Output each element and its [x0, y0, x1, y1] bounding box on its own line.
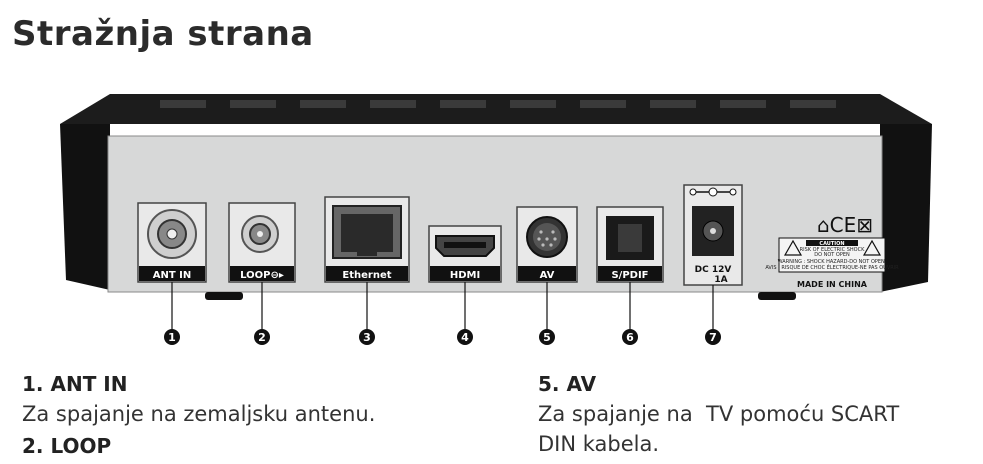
svg-text:4: 4 — [461, 331, 469, 344]
port-label-spdif: S/PDIF — [611, 270, 648, 281]
warning-line-1: RISK OF ELECTRIC SHOCK — [800, 247, 865, 253]
callout-number-5: 5 — [539, 329, 555, 345]
page-title: Stražnja strana — [12, 14, 314, 54]
port-label-ant-in: ANT IN — [153, 270, 192, 281]
callout-number-2: 2 — [254, 329, 270, 345]
port-label-loop: LOOP⊖▸ — [240, 270, 284, 281]
callout-lines — [171, 282, 714, 330]
foot-right — [758, 292, 796, 300]
vent-slots — [160, 100, 836, 108]
made-in-label: MADE IN CHINA — [797, 280, 868, 289]
desc-text-av-cont: DIN kabela. — [538, 432, 660, 456]
desc-heading-ant-in: 1. ANT IN — [22, 372, 128, 396]
callout-number-6: 6 — [622, 329, 638, 345]
port-ethernet: Ethernet — [324, 196, 410, 283]
desc-text-ant-in: Za spajanje na zemaljsku antenu. — [22, 402, 376, 426]
port-hdmi: HDMI — [428, 225, 502, 283]
desc-heading-loop: 2. LOOP — [22, 434, 112, 458]
callout-number-1: 1 — [164, 329, 180, 345]
port-label-ethernet: Ethernet — [342, 270, 391, 281]
svg-text:3: 3 — [363, 331, 371, 344]
port-spdif: S/PDIF — [596, 206, 664, 283]
warning-title: CAUTION — [819, 241, 844, 247]
callout-number-7: 7 — [705, 329, 721, 345]
port-label-dc-amps: 1A — [714, 275, 727, 285]
port-ant-in: ANT IN — [137, 202, 207, 283]
svg-text:6: 6 — [626, 331, 634, 344]
svg-text:1: 1 — [168, 331, 176, 344]
certification-marks: ⌂CE⊠ — [817, 213, 873, 237]
foot-left — [205, 292, 243, 300]
port-dc: DC 12V 1A — [683, 184, 743, 286]
port-label-dc: DC 12V — [695, 265, 732, 275]
port-av: AV — [516, 206, 578, 283]
port-loop: LOOP⊖▸ — [228, 202, 296, 283]
desc-text-av: Za spajanje na TV pomoću SCART — [538, 402, 900, 426]
warning-line-4: AVIS : RISQUE DE CHOC ÉLECTRIQUE-NE PAS … — [765, 263, 899, 271]
warning-label: CAUTION RISK OF ELECTRIC SHOCK DO NOT OP… — [765, 237, 899, 273]
warning-line-2: DO NOT OPEN — [814, 252, 850, 258]
svg-text:2: 2 — [258, 331, 266, 344]
casing-left — [60, 124, 110, 290]
desc-heading-av: 5. AV — [538, 372, 597, 396]
receiver-rear-panel-illustration: ANT IN LOOP⊖▸ Ethernet HDMI — [60, 94, 932, 345]
svg-text:5: 5 — [543, 331, 551, 344]
svg-text:7: 7 — [709, 331, 717, 344]
callout-number-4: 4 — [457, 329, 473, 345]
port-label-hdmi: HDMI — [450, 270, 480, 281]
exclamation-warning-icon — [862, 239, 882, 256]
port-label-av: AV — [540, 270, 555, 281]
warning-line-3: WARNING : SHOCK HAZARD-DO NOT OPEN. — [778, 259, 887, 265]
casing-right — [880, 124, 932, 292]
callout-number-3: 3 — [359, 329, 375, 345]
casing-top — [60, 94, 932, 124]
shock-warning-icon — [783, 239, 803, 256]
